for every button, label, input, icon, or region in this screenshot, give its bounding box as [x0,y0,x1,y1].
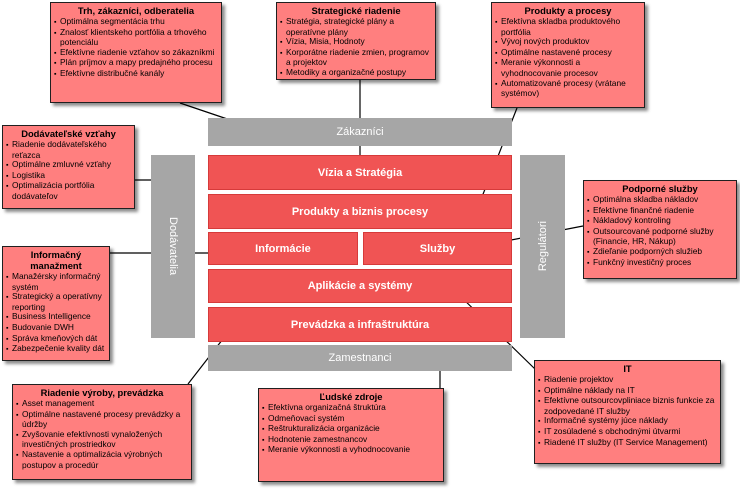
list-item: Manažérsky informačný systém [6,271,106,292]
list-item: Informačné systémy júce náklady [538,416,717,427]
box-strategic-list: Stratégia, strategické plány a operatívn… [280,16,432,79]
box-information-title: Informačný manažment [30,249,82,271]
list-item: Meranie výkonnosti a vyhodnocovanie proc… [495,58,641,78]
list-item: Optimálne nastavené procesy prevádzky a … [16,409,188,430]
list-item: Efektívna skladba produktového portfólia [495,16,641,37]
band-products-label: Produkty a biznis procesy [291,205,429,218]
box-it: IT Riadenie projektovOptimálne náklady n… [534,360,721,464]
list-item: Outsourcované podporné služby (Financie,… [587,226,733,247]
list-item: Hodnotenie zamestnancov [262,434,440,446]
list-item: Budovanie DWH [6,322,106,334]
band-vision-strategy: Vízia a Stratégia [208,155,512,190]
list-item: Efektívne distribučné kanály [54,68,218,80]
box-it-list: Riadenie projektovOptimálne náklady na I… [538,374,717,449]
list-item: Meranie výkonnosti a vyhodnocovanie [262,445,440,456]
list-item: Optimálne zmluvné vzťahy [6,160,131,171]
list-item: Nákladový kontroling [587,216,733,227]
list-item: Plán príjmov a mapy predajného procesu [54,58,218,69]
frame-bottom-employees: Zamestnanci [208,345,512,371]
list-item: Strategický a operatívny reporting [6,291,106,312]
band-services: Služby [363,232,512,265]
box-production-list: Asset managementOptimálne nastavené proc… [16,398,188,470]
box-market-list: Optimálna segmentácia trhuZnalosť klient… [54,16,218,80]
list-item: Optimalizácia portfólia dodávateľov [6,181,131,201]
frame-right-label: Regulátori [536,221,549,272]
list-item: Optimálne náklady na IT [538,385,717,397]
list-item: Riadenie projektov [538,374,717,386]
box-support-title: Podporné služby [622,183,698,194]
list-item: Zdieľanie podporných služieb [587,246,733,258]
list-item: Funkčný investičný proces [587,257,733,269]
box-hr-title: Ľudské zdroje [319,391,383,402]
list-item: Business Intelligence [6,312,106,323]
list-item: Efektívne riadenie vzťahov so zákazníkmi [54,47,218,59]
list-item: Korporátne riadenie zmien, programov a p… [280,47,432,68]
box-human-resources: Ľudské zdroje Efektívna organizačná štru… [258,388,444,482]
list-item: Vývoj nových produktov [495,37,641,48]
list-item: Odmeňovací systém [262,413,440,425]
frame-bottom-label: Zamestnanci [328,352,392,364]
box-market-customers: Trh, zákazníci, odberatelia Optimálna se… [50,2,222,103]
list-item: Asset management [16,398,188,410]
band-services-label: Služby [419,242,456,255]
box-hr-list: Efektívna organizačná štruktúraOdmeňovac… [262,402,440,456]
list-item: Zvyšovanie efektívnosti vynaložených inv… [16,429,188,450]
box-strategic-title: Strategické riadenie [311,5,401,16]
band-vision-label: Vízia a Stratégia [317,166,403,179]
list-item: Stratégia, strategické plány a operatívn… [280,16,432,37]
box-information-list: Manažérsky informačný systémStrategický … [6,271,106,355]
list-item: Správa kmeňových dát [6,333,106,345]
box-market-title: Trh, zákazníci, odberatelia [77,5,195,16]
box-supplier-title: Dodávateľské vzťahy [21,128,116,139]
box-products-list: Efektívna skladba produktového portfólia… [495,16,641,99]
list-item: Efektívne finančné riadenie [587,205,733,217]
band-information-label: Informácie [255,242,311,255]
frame-top-label: Zákazníci [336,126,384,138]
band-applications-systems: Aplikácie a systémy [208,269,512,303]
box-supplier-list: Riadenie dodávateľského reťazcaOptimálne… [6,139,131,202]
list-item: IT zosúladené s obchodnými útvarmi [538,426,717,438]
band-operations-label: Prevádzka a infraštruktúra [290,318,430,331]
list-item: Znalosť klientskeho portfólia a trhového… [54,27,218,48]
box-products-title: Produkty a procesy [524,5,612,16]
band-information: Informácie [208,232,358,265]
box-production-title: Riadenie výroby, prevádzka [40,387,164,398]
list-item: Metodiky a organizačné postupy [280,67,432,79]
list-item: Nastavenie a optimalizácia výrobných pos… [16,449,188,470]
box-products-processes: Produkty a procesy Efektívna skladba pro… [491,2,645,108]
band-applications-label: Aplikácie a systémy [307,280,413,292]
box-production-operations: Riadenie výroby, prevádzka Asset managem… [12,384,192,480]
box-strategic-management: Strategické riadenie Stratégia, strategi… [276,2,436,80]
list-item: Reštrukturalizácia organizácie [262,424,440,435]
list-item: Logistika [6,170,131,182]
list-item: Riadené IT služby (IT Service Management… [538,437,717,449]
list-item: Efektívna organizačná štruktúra [262,402,440,414]
frame-right-regulators: Regulátori [520,155,565,338]
box-information-management: Informačný manažment Manažérsky informač… [2,246,110,361]
frame-left-label: Dodávatelia [167,217,179,276]
list-item: Riadenie dodávateľského reťazca [6,139,131,160]
list-item: Efektívne outsourcovpliniace biznis funk… [538,395,717,416]
list-item: Optimálna skladba nákladov [587,194,733,206]
list-item: Optimálne nastavené procesy [495,47,641,59]
frame-top-customers: Zákazníci [208,118,512,146]
box-support-list: Optimálna skladba nákladovEfektívne fina… [587,194,733,269]
list-item: Automatizované procesy (vrátane systémov… [495,78,641,99]
box-it-title: IT [623,363,632,374]
list-item: Zabezpečenie kvality dát [6,344,106,355]
frame-left-suppliers: Dodávatelia [151,155,195,338]
box-supplier-relations: Dodávateľské vzťahy Riadenie dodávateľsk… [2,125,135,209]
list-item: Vízia, Misia, Hodnoty [280,37,432,48]
band-operations-infrastructure: Prevádzka a infraštruktúra [208,307,512,342]
box-support-services: Podporné služby Optimálna skladba náklad… [583,180,737,279]
band-products-processes: Produkty a biznis procesy [208,194,512,229]
list-item: Optimálna segmentácia trhu [54,16,218,28]
